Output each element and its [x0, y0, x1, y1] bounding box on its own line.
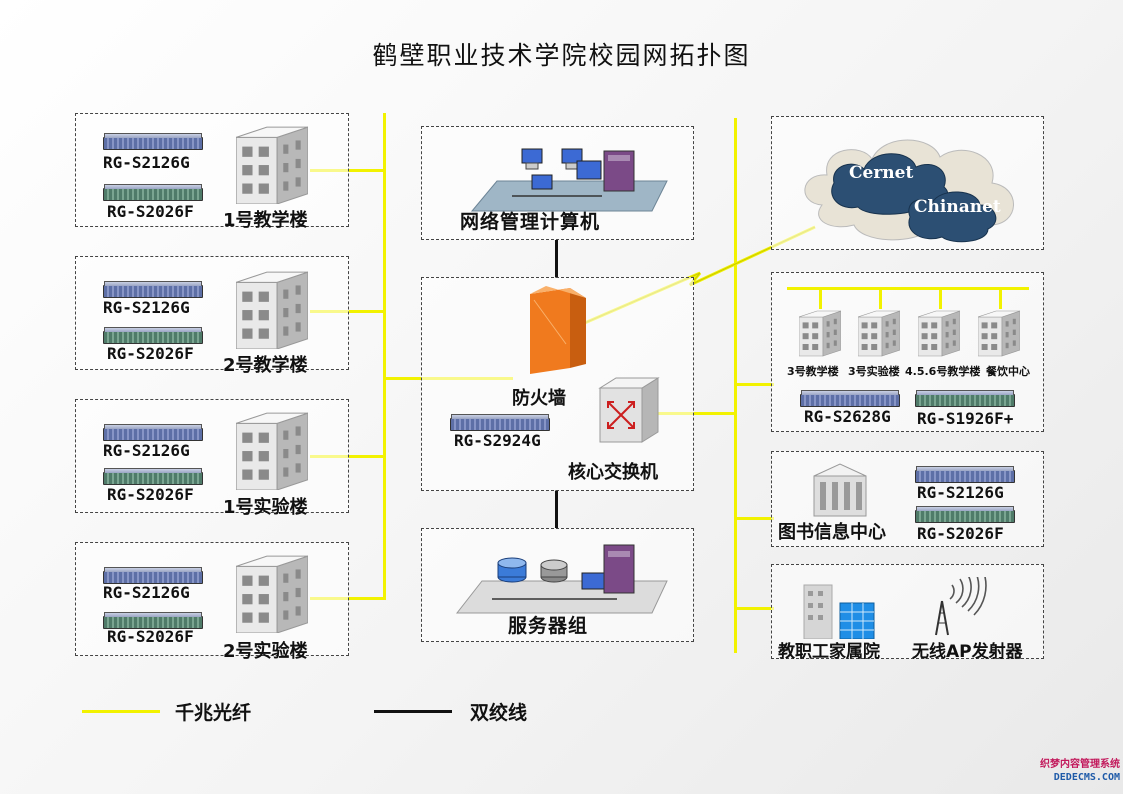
- legend-twisted-swatch: [374, 710, 452, 713]
- switch-bottom-icon: [103, 612, 203, 629]
- left-fiber-backbone: [383, 113, 386, 600]
- core-switch-model-icon: [450, 414, 550, 431]
- internet-cloud-icon: [804, 139, 1014, 243]
- switch-bottom-icon: [103, 327, 203, 344]
- switch-bottom-label: RG-S2026F: [917, 524, 1004, 543]
- fiber-drop-4: [999, 287, 1002, 309]
- building-label: 3号教学楼: [787, 365, 839, 378]
- diagram-title: 鹤壁职业技术学院校园网拓扑图: [372, 41, 751, 70]
- core-switch-icon: [598, 377, 660, 443]
- library-building-icon: [813, 463, 867, 517]
- fiber-drop-2: [879, 287, 882, 309]
- switch-top-icon: [103, 133, 203, 150]
- switch-top-label: RG-S2126G: [917, 483, 1004, 502]
- cernet-label: Cernet: [849, 163, 914, 183]
- management-label: 网络管理计算机: [460, 211, 601, 233]
- watermark: 织梦内容管理系统 DEDECMS.COM: [1014, 758, 1120, 784]
- firewall-label: 防火墙: [512, 388, 566, 409]
- chinanet-label: Chinanet: [914, 197, 1001, 217]
- switch-top-icon: [103, 567, 203, 584]
- building-icon: [858, 305, 900, 359]
- watermark-line1: 织梦内容管理系统: [1040, 759, 1120, 770]
- wireless-ap-icon: [935, 577, 987, 636]
- core-switch-model-label: RG-S2924G: [454, 431, 541, 450]
- fiber-bus: [787, 287, 1029, 290]
- fiber-link-r3: [734, 607, 774, 610]
- fiber-link-r1: [734, 383, 774, 386]
- building-icon: [978, 305, 1020, 359]
- building-label: 餐饮中心: [986, 365, 1030, 378]
- fiber-link-r2: [734, 517, 774, 520]
- switch-top-label: RG-S2126G: [103, 583, 190, 602]
- switch-top-label: RG-S2126G: [103, 441, 190, 460]
- building-icon: [236, 122, 308, 204]
- building-label: 3号实验楼: [848, 365, 900, 378]
- legend-fiber-label: 千兆光纤: [175, 702, 252, 724]
- library-box: 图书信息中心 RG-S2126G RG-S2026F: [771, 451, 1044, 547]
- library-label: 图书信息中心: [778, 522, 886, 543]
- servers-label: 服务器组: [508, 615, 589, 637]
- building-group-3: RG-S2126G RG-S2026F 1号实验楼: [75, 399, 349, 518]
- building-icon: [236, 267, 308, 349]
- switch-bottom-icon: [103, 184, 203, 201]
- switch-bottom-icon: [103, 468, 203, 485]
- building-icon: [236, 408, 308, 490]
- fiber-drop-3: [939, 287, 942, 309]
- building-label: 2号实验楼: [223, 641, 308, 662]
- building-icon: [799, 305, 841, 359]
- core-switch-label: 核心交换机: [568, 462, 658, 483]
- switch-bottom-label: RG-S2026F: [107, 344, 194, 363]
- wireless-ap-label: 无线AP发射器: [912, 642, 1023, 662]
- building-label: 1号实验楼: [223, 497, 308, 518]
- switch-top-icon: [915, 466, 1015, 483]
- management-box: 网络管理计算机: [421, 126, 694, 240]
- residence-box: 教职工家属院 无线AP发射器: [771, 564, 1044, 662]
- switch-top-icon: [103, 281, 203, 298]
- switch-right-icon: [915, 390, 1015, 407]
- switch-left-label: RG-S2628G: [804, 407, 891, 426]
- building-group-1: RG-S2126G RG-S2026F 1号教学楼: [75, 113, 349, 231]
- twisted-link-management: [555, 240, 558, 278]
- building-group-4: RG-S2126G RG-S2026F 2号实验楼: [75, 542, 349, 662]
- building-label: 4.5.6号教学楼: [905, 365, 981, 378]
- management-network-icon: [470, 148, 668, 212]
- switch-left-icon: [800, 390, 900, 407]
- switch-bottom-icon: [915, 506, 1015, 523]
- fiber-link-core-right: [655, 412, 737, 415]
- building-icon: [236, 551, 308, 633]
- switch-bottom-label: RG-S2026F: [107, 627, 194, 646]
- fiber-drop-1: [819, 287, 822, 309]
- residence-building-icon: [803, 584, 875, 639]
- watermark-line2: DEDECMS.COM: [1053, 772, 1120, 783]
- switch-top-icon: [103, 424, 203, 441]
- switch-top-label: RG-S2126G: [103, 153, 190, 172]
- switch-top-label: RG-S2126G: [103, 298, 190, 317]
- building-label: 1号教学楼: [223, 210, 308, 231]
- twisted-link-servers: [555, 490, 558, 528]
- legend-fiber-swatch: [82, 710, 160, 713]
- core-box: 防火墙 RG-S2924G 核心交换机: [421, 277, 694, 491]
- residence-label: 教职工家属院: [778, 642, 880, 662]
- building-group-right: 3号教学楼 3号实验楼 4.5.6号教学楼 餐饮中心 RG-S2628G RG-…: [771, 272, 1044, 432]
- building-group-2: RG-S2126G RG-S2026F 2号教学楼: [75, 256, 349, 376]
- firewall-icon: [530, 286, 586, 374]
- switch-bottom-label: RG-S2026F: [107, 485, 194, 504]
- internet-box: Cernet Chinanet: [771, 116, 1044, 250]
- building-icon: [918, 305, 960, 359]
- switch-right-label: RG-S1926F+: [917, 409, 1014, 428]
- building-label: 2号教学楼: [223, 355, 308, 376]
- servers-box: 服务器组: [421, 528, 694, 642]
- switch-bottom-label: RG-S2026F: [107, 202, 194, 221]
- legend-twisted-label: 双绞线: [470, 702, 528, 724]
- server-group-icon: [455, 544, 668, 614]
